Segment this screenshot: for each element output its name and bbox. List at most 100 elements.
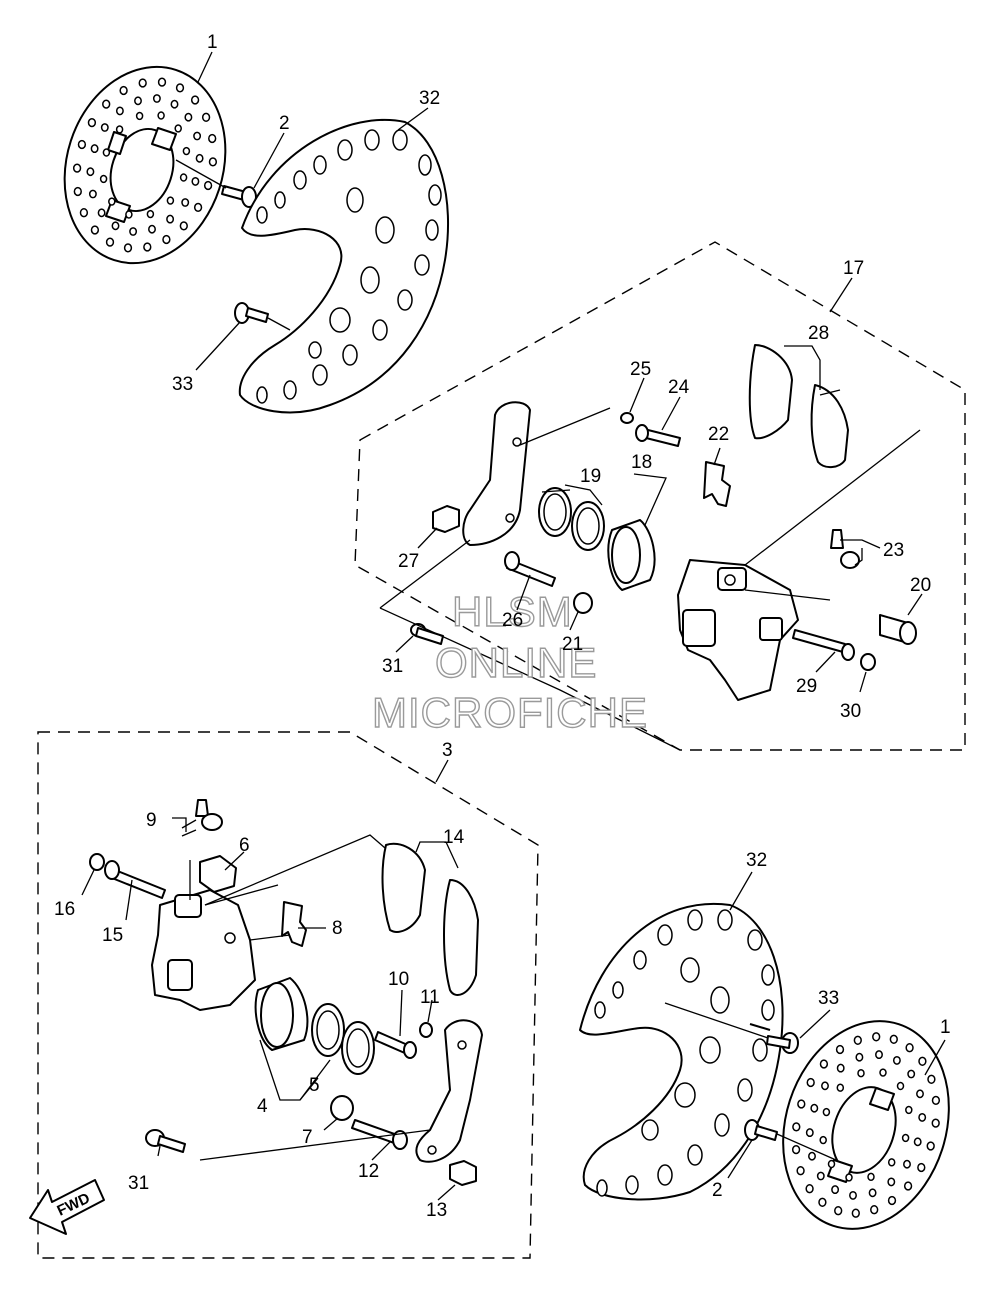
guard-cutout (687, 909, 703, 931)
callout-9: 9 (146, 810, 157, 831)
guard-cutout (633, 950, 647, 970)
guard-cutout (657, 1164, 673, 1186)
disc-guard-bottom (579, 902, 784, 1201)
disc-hole (903, 1181, 913, 1191)
callout-19: 19 (580, 466, 601, 487)
disc-hole (193, 131, 202, 141)
guard-cutout (312, 364, 328, 386)
callout-15: 15 (102, 925, 123, 946)
disc-hole (816, 1171, 825, 1181)
disc-hole (926, 1141, 935, 1151)
guard-bolt-bottom (664, 1002, 799, 1054)
disc-hole (918, 1112, 927, 1122)
disc-hole (105, 237, 115, 247)
disc-hole (179, 173, 188, 182)
callout-24: 24 (668, 377, 690, 398)
guard-cutout (596, 1179, 608, 1197)
mount-bolt-lower (145, 1129, 186, 1153)
plug-30 (860, 653, 876, 671)
disc-hole (102, 99, 111, 109)
disc-hole (208, 133, 217, 144)
guard-cutout (342, 344, 358, 366)
callout-16: 16 (54, 899, 75, 920)
guard-cutout (761, 964, 775, 986)
disc-hole (87, 117, 97, 128)
disc-hole (907, 1069, 916, 1079)
guard-cutout (256, 206, 268, 224)
disc-hole (79, 208, 89, 218)
watermark-line3: MICROFICHE (372, 689, 648, 736)
callout-18: 18 (631, 452, 652, 473)
disc-hole (191, 176, 200, 186)
bushing-13 (449, 1160, 477, 1186)
callout-3: 3 (442, 740, 453, 761)
callout-30: 30 (840, 701, 861, 722)
brake-disc-top (63, 65, 227, 265)
disc-hole (887, 1195, 897, 1206)
disc-hole (808, 1151, 816, 1161)
bushing-21 (573, 592, 593, 614)
disc-hole (931, 1118, 940, 1128)
bushing-27 (432, 505, 460, 533)
disc-hole (88, 189, 97, 199)
caliper-bracket-lower (415, 1019, 483, 1163)
pin-bolt-15 (104, 860, 166, 899)
brake-pads-lower (381, 842, 479, 996)
disc-hole (791, 1144, 801, 1155)
pad-spring-8 (281, 901, 307, 947)
watermark: HLSM ONLINE MICROFICHE (371, 587, 648, 736)
disc-hole (917, 1162, 926, 1173)
disc-hole (179, 221, 188, 231)
disc-hole (797, 1099, 806, 1109)
disc-hole (872, 1032, 881, 1042)
disc-hole (913, 1137, 922, 1147)
bushing-7 (330, 1095, 354, 1121)
disc-hole (184, 112, 193, 122)
disc-hole (806, 1077, 815, 1088)
callout-26: 26 (502, 610, 523, 631)
disc-hole (918, 1056, 927, 1066)
disc-hole (99, 174, 108, 184)
piston-seals-upper (538, 487, 605, 551)
callout-29: 29 (796, 676, 817, 697)
disc-hole (102, 148, 111, 157)
disc-hole (867, 1172, 875, 1182)
disc-hole (905, 1105, 913, 1115)
disc-hole (166, 214, 175, 224)
callout-2-bottom: 2 (712, 1180, 723, 1201)
disc-hole (835, 1044, 845, 1055)
guard-cutout (699, 1036, 721, 1064)
disc-hole (896, 1081, 905, 1091)
bleed-screw-23 (830, 529, 860, 569)
guard-cutout (737, 1078, 753, 1102)
callout-22: 22 (708, 424, 729, 445)
disc-hole (810, 1103, 819, 1113)
disc-hole (166, 196, 175, 205)
guard-cutout (425, 219, 439, 241)
guard-cutout (337, 139, 353, 161)
disc-hole (892, 1055, 901, 1065)
callout-28: 28 (808, 323, 829, 344)
bushing-6 (199, 855, 237, 893)
disc-hole (115, 106, 124, 116)
disc-hole (174, 124, 182, 133)
disc-hole (855, 1052, 864, 1062)
guard-cutout (375, 216, 395, 244)
disc-hole (77, 139, 87, 150)
guard-cutout (680, 957, 700, 983)
guard-cutout (372, 319, 388, 341)
piston-seals-lower (311, 1003, 375, 1075)
disc-hole (916, 1089, 924, 1099)
guard-cutout (612, 981, 624, 999)
washer-11 (419, 1022, 433, 1038)
disc-hole (135, 111, 144, 121)
leader-lines-upper (379, 389, 921, 751)
callout-31-top: 31 (382, 656, 403, 677)
disc-hole (138, 78, 147, 88)
callout-17: 17 (843, 258, 864, 279)
callout-7: 7 (302, 1127, 313, 1148)
disc-hole (195, 153, 204, 163)
disc-hole (889, 1034, 898, 1044)
watermark-line2: ONLINE (435, 639, 597, 686)
